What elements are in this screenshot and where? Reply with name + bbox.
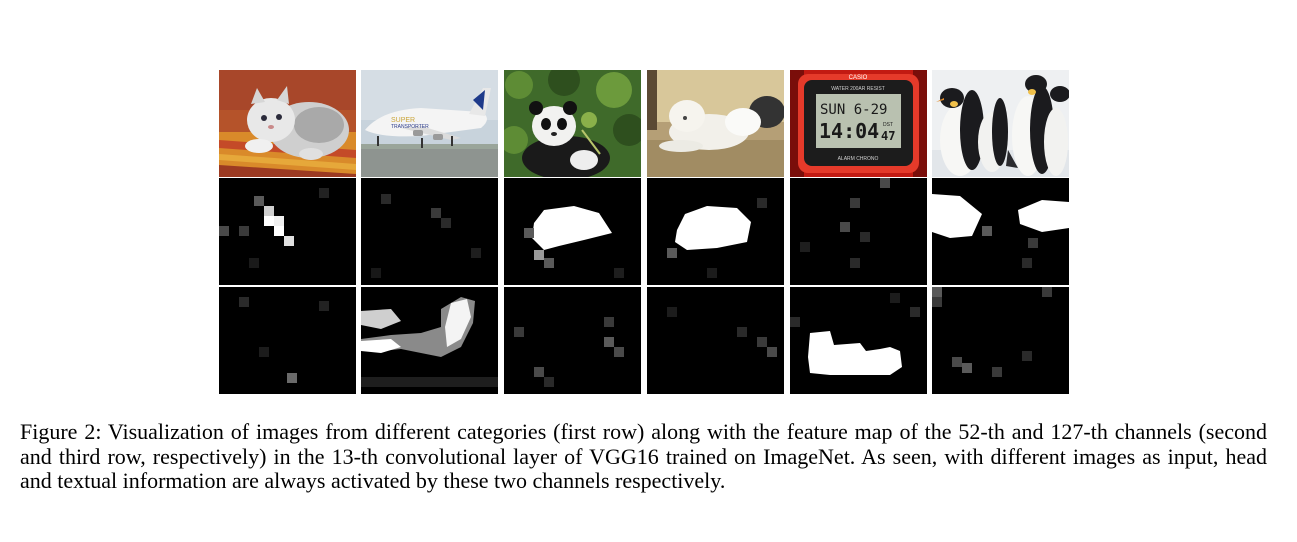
watch-top-line: WATER 200AR RESIST bbox=[831, 86, 885, 92]
feature-map-ch52-airplane bbox=[361, 178, 498, 285]
feature-map-ch52-panda bbox=[504, 178, 641, 285]
watch-dst: DST bbox=[883, 122, 893, 128]
airplane-photo: SUPER TRANSPORTER bbox=[361, 70, 498, 177]
kitten-photo bbox=[219, 70, 356, 177]
feature-map-ch127-penguins bbox=[932, 287, 1069, 394]
watch-brand: CASIO bbox=[849, 75, 868, 81]
feature-map-ch127-kitten bbox=[219, 287, 356, 394]
svg-text:SUPER: SUPER bbox=[391, 117, 415, 124]
feature-map-ch52-penguins bbox=[932, 178, 1069, 285]
svg-text:TRANSPORTER: TRANSPORTER bbox=[391, 124, 429, 130]
penguins-photo bbox=[932, 70, 1069, 177]
digital-watch-photo: CASIO WATER 200AR RESIST SUN 6-29 14:04 … bbox=[790, 70, 927, 177]
figure-caption: Figure 2: Visualization of images from d… bbox=[20, 419, 1267, 493]
feature-map-ch127-sheepdog bbox=[647, 287, 784, 394]
feature-map-ch52-sheepdog bbox=[647, 178, 784, 285]
feature-map-ch52-kitten bbox=[219, 178, 356, 285]
feature-map-ch127-panda bbox=[504, 287, 641, 394]
sheepdog-photo bbox=[647, 70, 784, 177]
feature-map-ch52-watch bbox=[790, 178, 927, 285]
feature-map-ch127-watch bbox=[790, 287, 927, 394]
feature-map-ch127-airplane bbox=[361, 287, 498, 394]
watch-time: 14:04 bbox=[819, 119, 879, 143]
figure-grid: SUPER TRANSPORTER bbox=[219, 70, 1069, 394]
watch-buttons: ALARM CHRONO bbox=[838, 156, 879, 162]
panda-photo bbox=[504, 70, 641, 177]
watch-day-date: SUN 6-29 bbox=[820, 102, 887, 118]
watch-seconds: 47 bbox=[881, 129, 895, 143]
